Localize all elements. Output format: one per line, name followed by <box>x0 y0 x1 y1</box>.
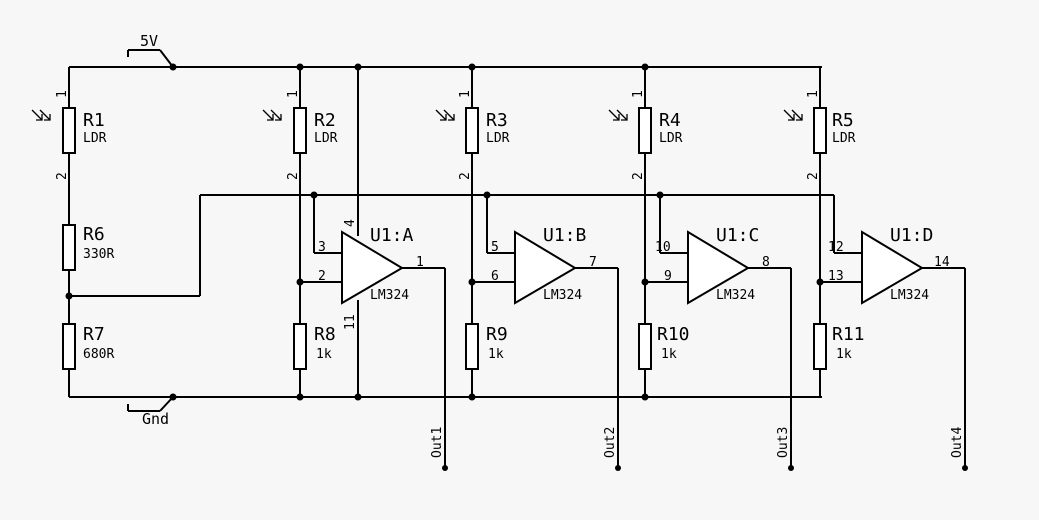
svg-text:R4: R4 <box>659 110 681 131</box>
output-out3: Out3 <box>776 427 791 458</box>
svg-text:3: 3 <box>318 240 326 255</box>
svg-text:7: 7 <box>589 255 597 270</box>
resistor-r2: R2 LDR 1 2 <box>262 90 338 180</box>
resistor-r10: R10 1k <box>638 323 690 370</box>
svg-text:6: 6 <box>491 269 499 284</box>
svg-text:LDR: LDR <box>486 131 510 146</box>
svg-text:330R: 330R <box>83 247 114 262</box>
svg-text:LDR: LDR <box>83 131 107 146</box>
svg-text:1: 1 <box>55 90 70 98</box>
svg-text:R5: R5 <box>832 110 854 131</box>
svg-text:R9: R9 <box>486 324 508 345</box>
svg-text:2: 2 <box>318 269 326 284</box>
light-arrows-icon <box>31 109 51 121</box>
svg-text:12: 12 <box>828 240 844 255</box>
svg-text:R7: R7 <box>83 324 105 345</box>
svg-text:1k: 1k <box>316 347 332 362</box>
vcc-rail: 5V <box>69 32 822 71</box>
resistor-r4: R4 LDR 1 2 <box>608 90 683 180</box>
stage-d: R5 LDR 1 2 R11 1k U1:D LM324 12 13 14 <box>783 67 968 471</box>
svg-text:1k: 1k <box>488 347 504 362</box>
svg-text:1: 1 <box>416 255 424 270</box>
svg-text:2: 2 <box>458 172 473 180</box>
svg-text:13: 13 <box>828 269 844 284</box>
svg-text:U1:D: U1:D <box>890 225 933 246</box>
light-arrows-icon <box>608 109 628 121</box>
resistor-r1: R1 LDR 1 2 <box>31 90 107 180</box>
output-out2: Out2 <box>603 427 618 458</box>
vcc-label: 5V <box>140 32 158 50</box>
svg-text:1: 1 <box>286 90 301 98</box>
stage-a: R2 LDR 1 2 R8 1k U1:A LM324 3 2 1 4 <box>262 67 448 471</box>
resistor-r6: R6 330R <box>62 224 114 271</box>
svg-text:LDR: LDR <box>832 131 856 146</box>
svg-text:1: 1 <box>631 90 646 98</box>
reference-wire <box>65 191 834 300</box>
svg-text:1: 1 <box>458 90 473 98</box>
opamp-u1a: U1:A LM324 3 2 1 4 11 <box>318 219 424 330</box>
opamp-u1c: U1:C LM324 10 9 8 <box>655 225 770 305</box>
svg-text:1k: 1k <box>661 347 677 362</box>
svg-text:4: 4 <box>343 219 358 227</box>
svg-text:R11: R11 <box>832 324 865 345</box>
svg-text:U1:A: U1:A <box>370 225 414 246</box>
svg-text:9: 9 <box>664 269 672 284</box>
resistor-r8: R8 1k <box>293 323 336 370</box>
svg-text:R1: R1 <box>83 110 105 131</box>
svg-text:2: 2 <box>806 172 821 180</box>
resistor-r11: R11 1k <box>813 323 865 370</box>
light-arrows-icon <box>783 109 803 121</box>
svg-text:8: 8 <box>762 255 770 270</box>
gnd-label: Gnd <box>142 410 169 428</box>
svg-text:R10: R10 <box>657 324 690 345</box>
svg-text:5: 5 <box>491 240 499 255</box>
resistor-r3: R3 LDR 1 2 <box>435 90 510 180</box>
opamp-u1b: U1:B LM324 5 6 7 <box>491 225 597 305</box>
svg-text:U1:C: U1:C <box>716 225 759 246</box>
svg-text:1k: 1k <box>836 347 852 362</box>
svg-text:R2: R2 <box>314 110 336 131</box>
stage-b: R3 LDR 1 2 R9 1k U1:B LM324 5 6 7 <box>435 67 621 471</box>
stage-c: R4 LDR 1 2 R10 1k U1:C LM324 10 9 8 <box>608 67 794 471</box>
svg-text:R3: R3 <box>486 110 508 131</box>
svg-text:680R: 680R <box>83 347 114 362</box>
light-arrows-icon <box>262 109 282 121</box>
svg-text:14: 14 <box>934 255 950 270</box>
resistor-r9: R9 1k <box>465 323 508 370</box>
svg-text:11: 11 <box>343 314 358 330</box>
resistor-r7: R7 680R <box>62 323 114 370</box>
svg-text:2: 2 <box>631 172 646 180</box>
svg-text:U1:B: U1:B <box>543 225 586 246</box>
light-arrows-icon <box>435 109 455 121</box>
svg-text:LM324: LM324 <box>370 288 409 303</box>
svg-text:10: 10 <box>655 240 671 255</box>
output-out4: Out4 <box>950 427 965 458</box>
svg-text:LM324: LM324 <box>543 288 582 303</box>
opamp-u1d: U1:D LM324 12 13 14 <box>828 225 950 305</box>
svg-text:2: 2 <box>286 172 301 180</box>
resistor-r5: R5 LDR 1 2 <box>783 90 856 180</box>
svg-text:R8: R8 <box>314 324 336 345</box>
svg-text:2: 2 <box>55 172 70 180</box>
svg-text:1: 1 <box>806 90 821 98</box>
svg-text:LDR: LDR <box>659 131 683 146</box>
svg-text:LM324: LM324 <box>716 288 755 303</box>
svg-text:LDR: LDR <box>314 131 338 146</box>
svg-text:R6: R6 <box>83 224 105 245</box>
output-out1: Out1 <box>430 427 445 458</box>
svg-text:LM324: LM324 <box>890 288 929 303</box>
